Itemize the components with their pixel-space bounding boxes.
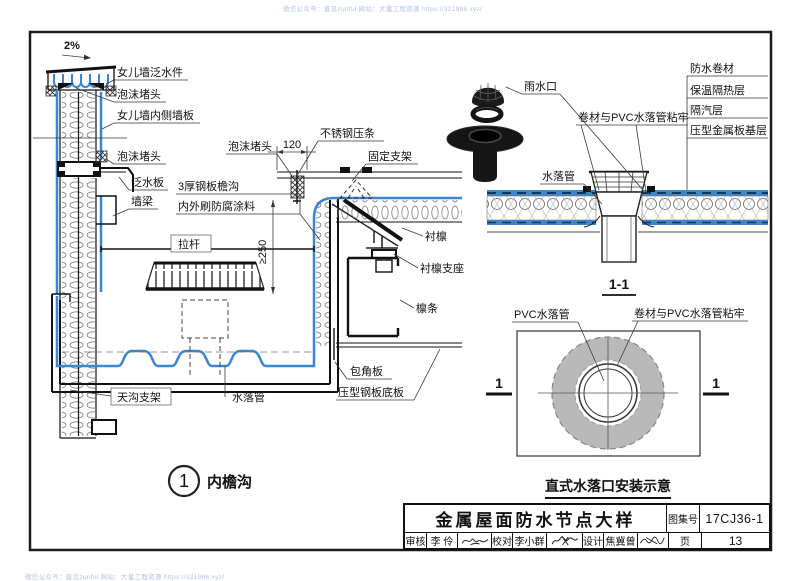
proofreader-signature [546, 533, 582, 548]
wall-beam-shape [96, 195, 117, 225]
slope-arrow [61, 54, 86, 58]
lining-purlin-shape [342, 198, 404, 242]
designer-name: 焦冀曾 [603, 533, 637, 548]
plan-caption: 直式水落口安装示意 [545, 478, 671, 494]
section-marker-left: 1 [495, 375, 503, 391]
purlin-shape [346, 256, 400, 338]
label-rain-inlet: 雨水口 [524, 80, 557, 93]
label-waterproof-membrane: 防水卷材 [690, 61, 734, 75]
label-profiled-bottom-plate: 压型钢板底板 [338, 385, 404, 399]
slope-label: 2% [64, 40, 80, 52]
drain-pipe-section [601, 215, 637, 263]
label-purlin: 檩条 [416, 301, 438, 315]
dim-120: 120 [283, 139, 301, 151]
flashing-plate-shape [101, 167, 134, 192]
detail-caption: 内檐沟 [207, 473, 252, 491]
roof-insulation-left [486, 195, 597, 221]
page-number: 13 [701, 533, 769, 548]
label-membrane-bond-plan: 卷材与PVC水落管粘牢 [634, 306, 745, 320]
rain-inlet-3d-image [446, 83, 524, 182]
label-profiled-metal-base: 压型金属板基层 [690, 123, 767, 137]
cap-foam-plug-left [45, 85, 57, 97]
proofreader-name: 李小群 [512, 533, 546, 548]
page-label: 页 [668, 533, 701, 548]
roof-insulation-right [641, 195, 769, 221]
label-tie-rod: 拉杆 [178, 237, 200, 251]
wall-bottom-fitting [91, 419, 117, 435]
watermark-bottom: 微信公众号：直见zunful 网站：大量工程资源 https://321986.… [25, 574, 225, 581]
atlas-number-label: 图集号 [666, 505, 699, 532]
reviewer-signature [457, 533, 491, 548]
label-foam-plug-right: 泡沫堵头 [228, 139, 272, 153]
proofreader-label: 校对 [491, 533, 512, 548]
plan-drain-installation: PVC水落管 卷材与PVC水落管粘牢 1 1 直式水落口安装示意 [486, 306, 748, 499]
label-parapet-flashing: 女儿墙泛水件 [117, 65, 183, 79]
plan-crosshair [538, 338, 678, 450]
gutter-liner-membrane [55, 196, 462, 368]
profiled-bottom-plate-shape [336, 342, 462, 348]
section-1-1-label: 1-1 [609, 276, 629, 292]
sheet-title: 金属屋面防水节点大样 [435, 511, 636, 530]
label-pvc-downpipe: PVC水落管 [514, 307, 570, 321]
reviewer-label: 审核 [405, 537, 426, 548]
downpipe-dashed-outline [181, 299, 229, 339]
detail-section-1-1: 雨水口 卷材与PVC水落管粘牢 水落管 防水卷材 保温隔热层 隔汽层 压型金属板… [446, 61, 769, 296]
fixed-bracket-shape [338, 179, 374, 199]
mid-foam-plug [95, 150, 108, 163]
gutter-upstand-insulation [316, 202, 329, 346]
designer-label: 设计 [582, 533, 603, 548]
sheet-border [28, 30, 773, 552]
section-marker-right: 1 [712, 375, 720, 391]
title-block: 金属屋面防水节点大样 图集号 17CJ36-1 审核 李 伶 校对 李小群 设计… [403, 503, 771, 550]
slope-arrowhead [84, 54, 91, 60]
label-lining-purlin-support: 衬檩支座 [420, 261, 464, 275]
label-stainless-strip: 不锈钢压条 [320, 126, 375, 140]
gutter-grate [145, 262, 265, 290]
label-steel-gutter-2: 内外刷防腐涂料 [178, 199, 255, 213]
label-parapet-inner-panel: 女儿墙内侧墙板 [117, 108, 194, 122]
label-vapor-barrier: 隔汽层 [690, 103, 723, 117]
cap-foam-plug-right [105, 85, 117, 97]
label-downpipe-section: 水落管 [542, 169, 575, 183]
label-fixed-bracket: 固定支架 [368, 149, 412, 163]
label-flashing-plate: 泛水板 [131, 175, 164, 189]
gutter-outline [51, 198, 339, 393]
detail-inner-gutter: 2% [33, 40, 464, 498]
designer-signature [637, 533, 668, 548]
plan-outline [516, 330, 701, 457]
parapet-wall-lines [59, 90, 97, 439]
label-steel-gutter-1: 3厚钢板檐沟 [178, 179, 239, 193]
reviewer-name: 李 伶 [426, 533, 457, 548]
label-foam-plug-top: 泡沫堵头 [117, 87, 161, 101]
atlas-number: 17CJ36-1 [699, 505, 769, 532]
drain-body-section [595, 191, 643, 217]
label-thermal-insulation: 保温隔热层 [690, 83, 745, 97]
dim-250: ≥250 [257, 240, 269, 264]
label-gutter-bracket: 天沟支架 [117, 391, 161, 404]
detail-number-circle [167, 464, 201, 498]
watermark-top: 微信公众号：直见zunful 网站：大量工程资源 https://321986.… [283, 6, 483, 13]
label-downpipe-d1: 水落管 [232, 390, 265, 404]
label-membrane-bond-section: 卷材与PVC水落管粘牢 [578, 110, 689, 124]
detail-number: 1 [179, 471, 189, 491]
label-wall-beam: 墙梁 [131, 194, 153, 208]
label-lining-purlin: 衬檩 [425, 229, 447, 243]
label-corner-plate: 包角板 [350, 364, 383, 378]
label-foam-plug-mid: 泡沫堵头 [117, 149, 161, 163]
